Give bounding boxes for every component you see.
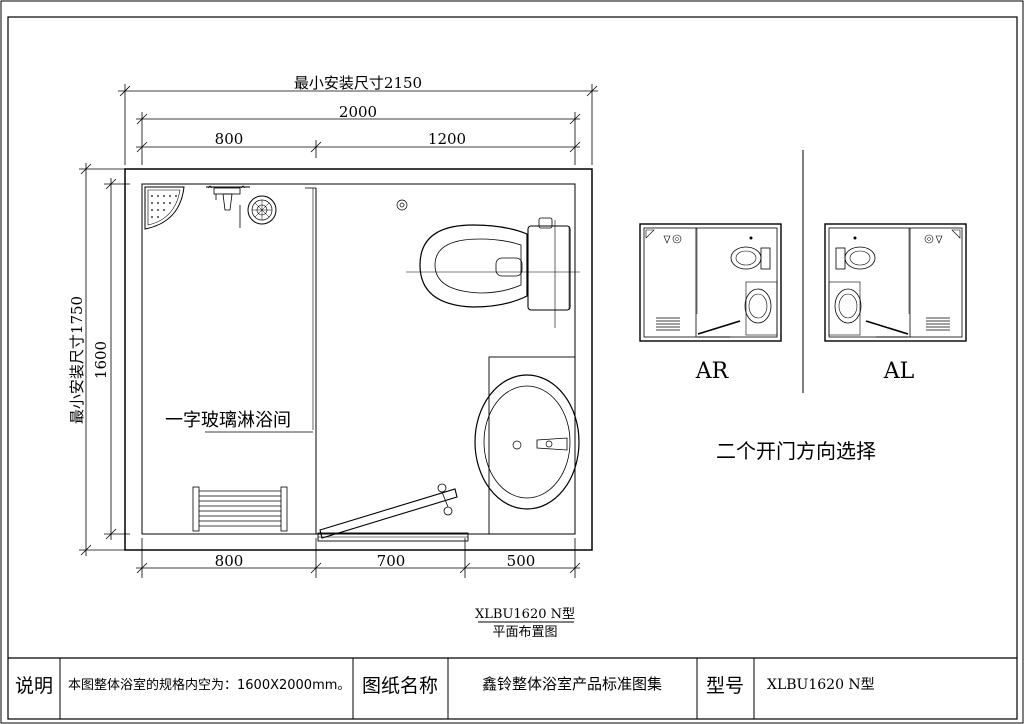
shower-mixer-icon [206,185,250,211]
title-model-label: 型号 [706,675,744,697]
variant-al-plan [824,223,967,342]
dimension-overall-height [79,163,130,556]
dimension-overall-height-label: 最小安装尺寸1750 [68,296,86,424]
title-drawing-name-label: 图纸名称 [362,675,438,697]
dimension-inner-width-label: 2000 [339,103,377,121]
main-floor-plan: 一字玻璃淋浴间 [124,168,593,551]
dimension-top-left-label: 800 [215,130,244,148]
outer-wall [124,168,593,551]
dimension-bottom-split [136,538,581,578]
variant-ar-plan [639,223,782,342]
swing-door [317,483,469,542]
dimension-bottom-left-label: 800 [215,552,244,570]
corner-shelf [144,186,185,230]
floor-drain-icon [247,195,277,225]
dimension-inner-width [136,112,581,165]
variants-caption: 二个开门方向选择 [716,439,876,463]
variant-ar-label: AR [695,359,730,384]
title-note-label: 说明 [15,675,53,697]
dimension-inner-height-label: 1600 [92,341,110,379]
shower-label: 一字玻璃淋浴间 [165,410,291,431]
dimension-overall-width [118,84,598,165]
model-subtitle: 平面布置图 [492,625,557,640]
model-code: XLBU1620 N型 [475,607,575,622]
variant-al-label: AL [883,359,915,384]
title-block [8,657,1017,719]
dimension-top-split [136,140,581,158]
toilet [406,217,580,328]
dimension-top-right-label: 1200 [428,130,466,148]
dimension-bottom-right-label: 500 [507,552,536,570]
dimension-overall-width-label: 最小安装尺寸2150 [294,74,422,92]
dimension-bottom-mid-label: 700 [377,552,406,570]
inner-wall [141,183,576,535]
title-model-value: XLBU1620 N型 [767,677,875,693]
towel-rack [192,486,288,532]
washbasin [474,356,580,535]
title-drawing-name: 鑫铃整体浴室产品标准图集 [482,675,662,693]
drawing-frame [7,16,1018,720]
title-note-text: 本图整体浴室的规格内空为：1600X2000mm。 [68,677,350,693]
small-drain-icon [396,199,408,211]
